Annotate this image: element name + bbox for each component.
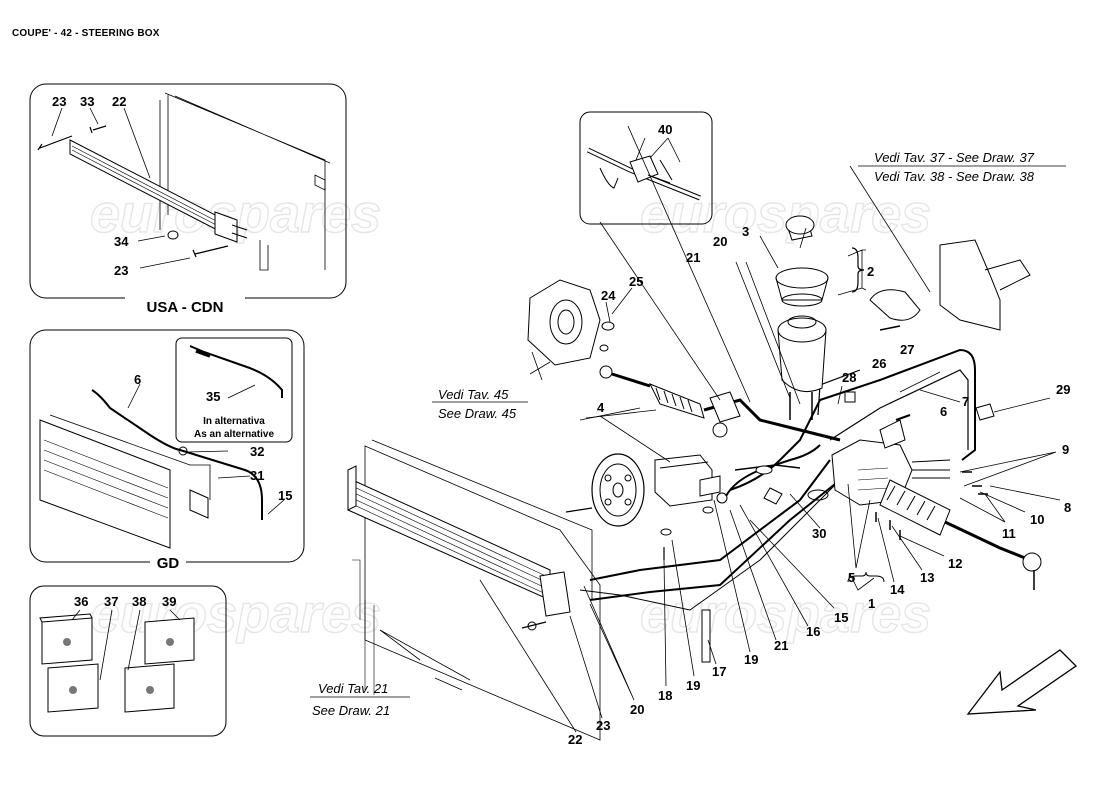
callout-17: 17 xyxy=(712,664,726,679)
callout-6: 6 xyxy=(940,404,947,419)
callout-22: 22 xyxy=(568,732,582,747)
callout-23: 23 xyxy=(114,263,128,278)
radiator-gd xyxy=(39,414,211,549)
ref-draw-45-a: Vedi Tav. 45 xyxy=(438,387,509,402)
ref-draw-38: Vedi Tav. 38 - See Draw. 38 xyxy=(874,169,1035,184)
callout-20: 20 xyxy=(630,702,644,717)
inset-frame xyxy=(579,111,713,225)
inset-labels: 36 37 38 39 xyxy=(29,585,227,737)
inset-label-usa-cdn: USA - CDN xyxy=(147,299,224,316)
callout-37: 37 xyxy=(104,594,118,609)
callout-29: 29 xyxy=(1056,382,1070,397)
watermark-text: eurospares xyxy=(640,584,931,644)
callout-40: 40 xyxy=(658,122,672,137)
callout-15: 15 xyxy=(278,488,292,503)
label-sticker-39 xyxy=(144,617,195,665)
main-callouts: 3 2 20 21 24 25 26 27 28 29 4 6 7 9 8 10… xyxy=(568,224,1071,747)
label-sticker-38 xyxy=(47,663,99,713)
callout-12: 12 xyxy=(948,556,962,571)
main-assembly xyxy=(347,125,1078,741)
callout-19: 19 xyxy=(686,678,700,693)
ref-draw-21-a: Vedi Tav. 21 xyxy=(318,681,388,696)
callout-35: 35 xyxy=(206,389,220,404)
callout-39: 39 xyxy=(162,594,176,609)
label-sticker-37 xyxy=(124,663,175,713)
callout-3: 3 xyxy=(742,224,749,239)
callout-24: 24 xyxy=(601,288,616,303)
callout-30: 30 xyxy=(812,526,826,541)
inset-usa-cdn: 23 33 22 34 23 USA - CDN xyxy=(29,83,347,316)
callout-5: 5 xyxy=(848,570,855,585)
callout-20: 20 xyxy=(713,234,727,249)
steering-rack xyxy=(599,365,1042,590)
callout-36: 36 xyxy=(74,594,88,609)
ref-draw-21-b: See Draw. 21 xyxy=(312,703,390,718)
callout-6: 6 xyxy=(134,372,141,387)
callout-11: 11 xyxy=(1002,526,1016,541)
callout-33: 33 xyxy=(80,94,94,109)
callout-4: 4 xyxy=(597,400,605,415)
label-sticker-36 xyxy=(39,613,93,665)
callout-8: 8 xyxy=(1064,500,1071,515)
callout-18: 18 xyxy=(658,688,672,703)
callout-38: 38 xyxy=(132,594,146,609)
inset-steering-joint: 40 xyxy=(579,111,713,225)
callout-7: 7 xyxy=(962,394,969,409)
alternative-box xyxy=(175,337,293,443)
callout-10: 10 xyxy=(1030,512,1044,527)
callout-26: 26 xyxy=(872,356,886,371)
callout-32: 32 xyxy=(250,444,264,459)
callout-13: 13 xyxy=(920,570,934,585)
callout-2: 2 xyxy=(867,264,874,279)
wheel-hub xyxy=(527,279,601,366)
callout-1: 1 xyxy=(868,596,875,611)
watermark-text: eurospares xyxy=(90,584,381,644)
callout-34: 34 xyxy=(114,234,129,249)
alternative-label-it: In alternativa xyxy=(203,416,265,427)
ref-draw-37: Vedi Tav. 37 - See Draw. 37 xyxy=(874,150,1035,165)
inset-gd: 35 In alternativa As an alternative 6 32… xyxy=(29,329,305,573)
inset-frame xyxy=(29,585,227,737)
callout-14: 14 xyxy=(890,582,905,597)
page-title: COUPE' - 42 - STEERING BOX xyxy=(12,28,160,39)
power-steering-pump xyxy=(591,453,721,527)
callout-16: 16 xyxy=(806,624,820,639)
direction-arrow xyxy=(966,649,1078,715)
alternative-label-en: As an alternative xyxy=(194,429,274,440)
reference-notes: Vedi Tav. 37 - See Draw. 37 Vedi Tav. 38… xyxy=(310,150,1066,718)
ref-draw-45-b: See Draw. 45 xyxy=(438,406,517,421)
inset-label-gd: GD xyxy=(157,555,180,572)
callout-25: 25 xyxy=(629,274,643,289)
callout-22: 22 xyxy=(112,94,126,109)
callout-21: 21 xyxy=(686,250,700,265)
callout-28: 28 xyxy=(842,370,856,385)
callout-23: 23 xyxy=(52,94,66,109)
oil-cooler-usa xyxy=(69,139,248,243)
fluid-reservoir xyxy=(775,215,829,420)
callout-23: 23 xyxy=(596,718,610,733)
callout-15: 15 xyxy=(834,610,848,625)
callout-21: 21 xyxy=(774,638,788,653)
callout-19: 19 xyxy=(744,652,758,667)
callout-9: 9 xyxy=(1062,442,1069,457)
callout-31: 31 xyxy=(250,468,264,483)
main-radiator xyxy=(347,439,601,741)
callout-27: 27 xyxy=(900,342,914,357)
